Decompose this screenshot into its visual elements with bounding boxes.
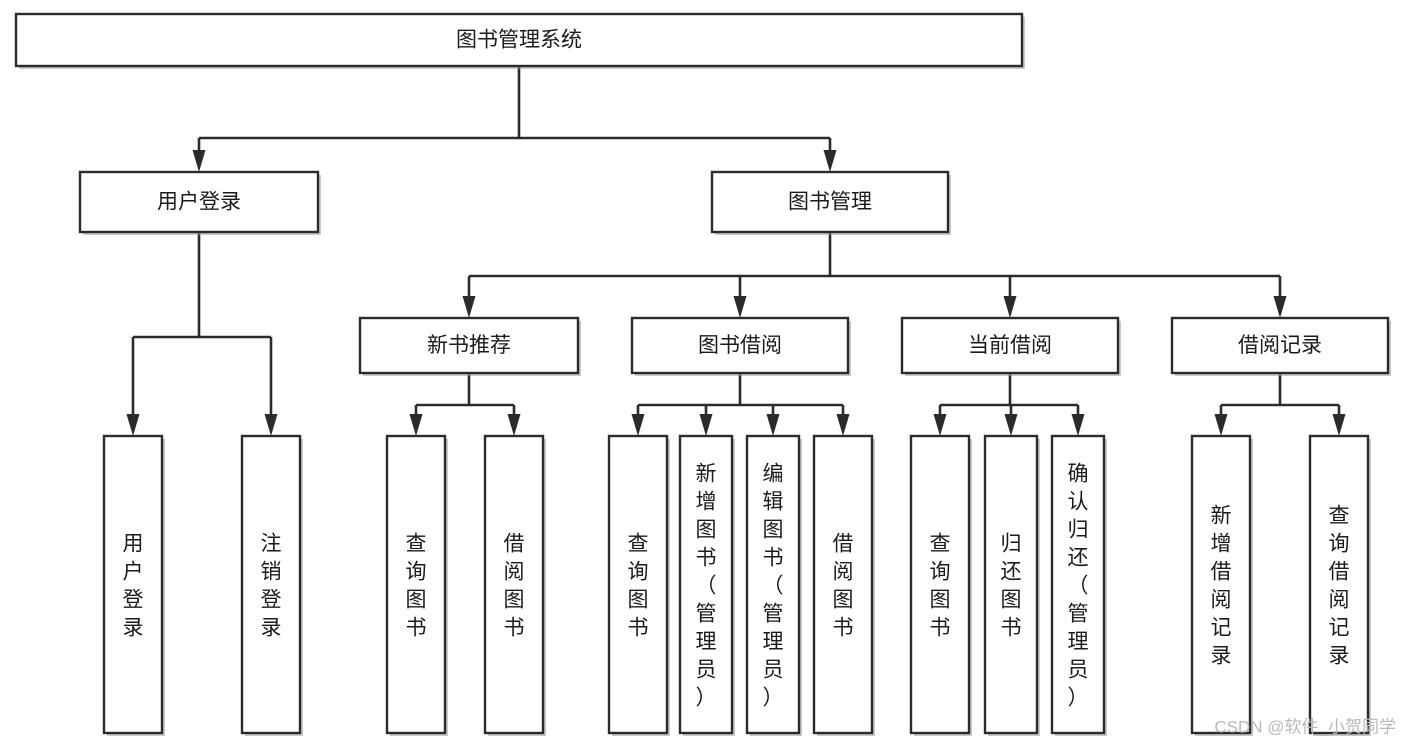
node-rect[interactable] bbox=[14, 12, 1024, 68]
node-rect[interactable] bbox=[812, 434, 874, 735]
connector-group-l2-borrow bbox=[631, 373, 850, 436]
arrow-head-icon bbox=[264, 414, 278, 436]
node-rect[interactable] bbox=[983, 434, 1039, 735]
arrow-head-icon bbox=[823, 150, 837, 172]
node-rect[interactable] bbox=[710, 170, 950, 234]
node-label: 新增图书（管理员） bbox=[696, 462, 717, 709]
arrow-head-icon bbox=[1004, 414, 1018, 436]
node-l2-current[interactable]: 当前借阅 bbox=[900, 316, 1121, 376]
csdn-watermark: CSDN @软件_小贺同学 bbox=[1214, 717, 1396, 736]
node-rect[interactable] bbox=[678, 434, 734, 735]
node-l3-add-book[interactable]: 新增图书（管理员） bbox=[678, 434, 735, 736]
node-label: 借阅记录 bbox=[1238, 334, 1322, 357]
node-l3-edit-book[interactable]: 编辑图书（管理员） bbox=[745, 434, 802, 736]
arrow-head-icon bbox=[766, 414, 780, 436]
connector-group-l1-book-manage bbox=[462, 232, 1287, 318]
connector-group-l2-record bbox=[1214, 373, 1346, 436]
node-layer: 图书管理系统用户登录图书管理新书推荐图书借阅当前借阅借阅记录用户登录注销登录查询… bbox=[14, 12, 1391, 736]
node-label: 查询借阅记录 bbox=[1329, 504, 1350, 667]
node-rect[interactable] bbox=[1050, 434, 1106, 735]
node-l3-borrow-book-b[interactable]: 借阅图书 bbox=[812, 434, 875, 736]
node-l3-add-record[interactable]: 新增借阅记录 bbox=[1190, 434, 1253, 736]
node-rect[interactable] bbox=[607, 434, 669, 735]
arrow-head-icon bbox=[1071, 414, 1085, 436]
arrow-head-icon bbox=[699, 414, 713, 436]
node-rect[interactable] bbox=[240, 434, 302, 735]
node-label: 查询图书 bbox=[930, 532, 951, 639]
node-l2-borrow[interactable]: 图书借阅 bbox=[630, 316, 851, 376]
node-l3-logout[interactable]: 注销登录 bbox=[240, 434, 303, 736]
node-root[interactable]: 图书管理系统 bbox=[14, 12, 1025, 69]
node-rect[interactable] bbox=[358, 316, 580, 375]
node-l3-return-book[interactable]: 归还图书 bbox=[983, 434, 1040, 736]
arrow-head-icon bbox=[933, 414, 947, 436]
connector-group-root bbox=[192, 66, 837, 172]
node-rect[interactable] bbox=[900, 316, 1120, 375]
node-rect[interactable] bbox=[102, 434, 164, 735]
node-l3-query-book-a[interactable]: 查询图书 bbox=[385, 434, 448, 736]
node-l3-borrow-book-a[interactable]: 借阅图书 bbox=[483, 434, 546, 736]
node-label: 编辑图书（管理员） bbox=[763, 462, 784, 709]
node-l2-record[interactable]: 借阅记录 bbox=[1170, 316, 1391, 376]
node-label: 图书管理 bbox=[788, 191, 872, 214]
node-label: 归还图书 bbox=[1001, 532, 1022, 639]
node-rect[interactable] bbox=[385, 434, 447, 735]
node-label: 用户登录 bbox=[123, 532, 144, 639]
node-rect[interactable] bbox=[1190, 434, 1252, 735]
arrow-head-icon bbox=[409, 414, 423, 436]
arrow-head-icon bbox=[836, 414, 850, 436]
node-rect[interactable] bbox=[1308, 434, 1370, 735]
arrow-head-icon bbox=[462, 296, 476, 318]
arrow-head-icon bbox=[1003, 296, 1017, 318]
node-l3-query-book-b[interactable]: 查询图书 bbox=[607, 434, 670, 736]
connector-group-l2-new-book bbox=[409, 373, 521, 436]
node-l1-user-login[interactable]: 用户登录 bbox=[78, 170, 321, 235]
node-rect[interactable] bbox=[745, 434, 801, 735]
arrow-head-icon bbox=[733, 296, 747, 318]
node-l3-query-record[interactable]: 查询借阅记录 bbox=[1308, 434, 1371, 736]
node-label: 用户登录 bbox=[157, 191, 241, 214]
node-rect[interactable] bbox=[78, 170, 320, 234]
node-label: 图书管理系统 bbox=[456, 29, 582, 52]
node-label: 注销登录 bbox=[261, 532, 282, 639]
connector-layer bbox=[126, 66, 1346, 436]
node-label: 当前借阅 bbox=[968, 334, 1052, 357]
arrow-head-icon bbox=[631, 414, 645, 436]
node-rect[interactable] bbox=[909, 434, 971, 735]
node-label: 查询图书 bbox=[628, 532, 649, 639]
node-label: 查询图书 bbox=[406, 532, 427, 639]
connector-group-l1-user-login bbox=[126, 232, 278, 436]
arrow-head-icon bbox=[507, 414, 521, 436]
node-label: 借阅图书 bbox=[504, 532, 525, 639]
node-l3-confirm-return[interactable]: 确认归还（管理员） bbox=[1050, 434, 1107, 736]
arrow-head-icon bbox=[1214, 414, 1228, 436]
node-label: 确认归还（管理员） bbox=[1068, 462, 1089, 709]
arrow-head-icon bbox=[1273, 296, 1287, 318]
node-label: 新增借阅记录 bbox=[1211, 504, 1232, 667]
node-rect[interactable] bbox=[1170, 316, 1390, 375]
arrow-head-icon bbox=[1332, 414, 1346, 436]
connector-group-l2-current bbox=[933, 373, 1085, 436]
node-rect[interactable] bbox=[630, 316, 850, 375]
node-l2-new-book[interactable]: 新书推荐 bbox=[358, 316, 581, 376]
node-label: 借阅图书 bbox=[833, 532, 854, 639]
node-label: 新书推荐 bbox=[427, 334, 511, 357]
node-l1-book-manage[interactable]: 图书管理 bbox=[710, 170, 951, 235]
arrow-head-icon bbox=[192, 150, 206, 172]
node-rect[interactable] bbox=[483, 434, 545, 735]
node-label: 图书借阅 bbox=[698, 334, 782, 357]
node-l3-user-login[interactable]: 用户登录 bbox=[102, 434, 165, 736]
arrow-head-icon bbox=[126, 414, 140, 436]
node-l3-query-book-c[interactable]: 查询图书 bbox=[909, 434, 972, 736]
